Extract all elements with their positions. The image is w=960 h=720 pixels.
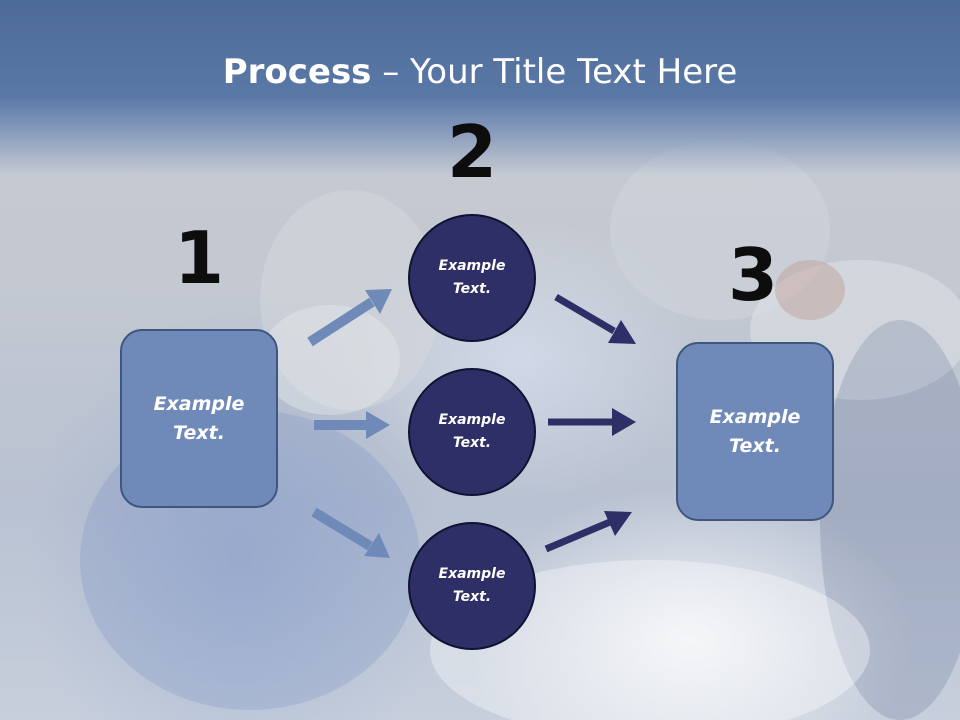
arrow-2-to-3-top (554, 293, 636, 344)
title-bold: Process (222, 52, 372, 92)
step-3-label: Example Text. (709, 405, 801, 457)
step-2-circle-top-label: Example Text. (438, 258, 506, 297)
title-band (0, 0, 960, 175)
step-3-box: Example Text. (676, 342, 834, 521)
step-2-circle-top: Example Text. (408, 214, 536, 342)
step-2-circle-middle: Example Text. (408, 368, 536, 496)
step-2-circle-bottom: Example Text. (408, 522, 536, 650)
arrow-2-to-3-middle (548, 408, 636, 436)
step-2-circle-middle-label: Example Text. (438, 412, 506, 451)
arrow-1-to-2-middle (314, 411, 390, 439)
step-1-box: Example Text. (120, 329, 278, 508)
slide-title: Process – Your Title Text Here (0, 52, 960, 92)
step-2-circle-bottom-label: Example Text. (438, 566, 506, 605)
step-number-3: 3 (727, 233, 779, 317)
step-number-2: 2 (446, 110, 498, 194)
title-rest: – Your Title Text Here (371, 52, 738, 92)
step-number-1: 1 (173, 216, 225, 300)
arrow-2-to-3-bottom (544, 511, 632, 553)
step-1-label: Example Text. (153, 392, 245, 444)
arrow-1-to-2-bottom (311, 507, 390, 558)
arrow-1-to-2-top (307, 289, 392, 347)
